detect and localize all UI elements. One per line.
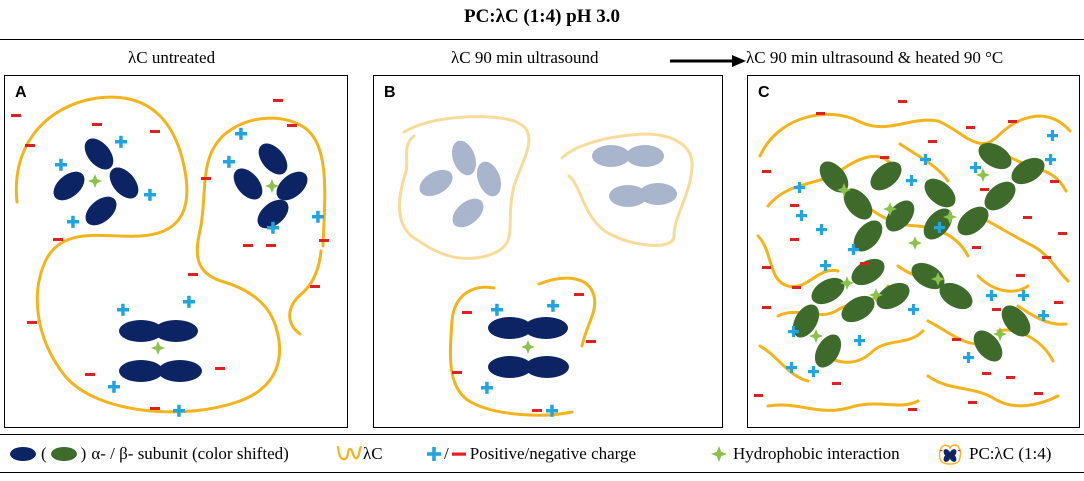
figure-title: PC:λC (1:4) pH 3.0 bbox=[463, 6, 621, 27]
plus-icon bbox=[427, 447, 441, 461]
faded-subunit-groups bbox=[419, 140, 677, 228]
legend-subunit-close: ) bbox=[80, 444, 87, 463]
legend-complex-label: PC:λC (1:4) bbox=[969, 444, 1052, 463]
heading-ultrasound: λC 90 min ultrasound bbox=[451, 48, 599, 67]
subunit-group-a1 bbox=[53, 138, 139, 226]
squiggle-icon bbox=[336, 445, 363, 461]
legend-charge-label: Positive/negative charge bbox=[469, 444, 637, 463]
legend-divider-top bbox=[0, 434, 1084, 435]
hydrophobic-stars-b bbox=[521, 340, 535, 354]
positive-charges-a bbox=[55, 127, 324, 417]
legend-divider-bottom bbox=[0, 472, 1084, 473]
heading-untreated: λC untreated bbox=[128, 48, 216, 67]
legend-subunit: ( ) α- / β- subunit (color shifted) bbox=[8, 442, 289, 466]
panel-a: A bbox=[4, 75, 348, 428]
positive-charges-b bbox=[481, 299, 559, 417]
hydrophobic-stars-c bbox=[809, 168, 1007, 343]
panel-b-diagram bbox=[397, 115, 694, 417]
legend-hydrophobic: Hydrophobic interaction bbox=[710, 442, 900, 466]
hydrophobic-stars-a bbox=[88, 174, 279, 355]
panel-b: B bbox=[373, 75, 723, 428]
carrageenan-strands-b bbox=[448, 276, 597, 417]
negative-charges-b bbox=[452, 293, 596, 412]
title-divider bbox=[0, 39, 1084, 40]
complex-icon bbox=[938, 444, 962, 465]
heading-heated: λC 90 min ultrasound & heated 90 °C bbox=[746, 48, 1004, 67]
legend: ( ) α- / β- subunit (color shifted) λC /… bbox=[0, 436, 1084, 472]
panel-a-label: A bbox=[15, 84, 27, 101]
subunit-group-a2 bbox=[233, 143, 308, 229]
panel-b-label: B bbox=[384, 84, 396, 101]
carrageenan-network bbox=[756, 113, 1072, 412]
positive-charges-c bbox=[786, 130, 1058, 377]
subunit-group-a3 bbox=[119, 320, 202, 382]
legend-charge: / Positive/negative charge bbox=[426, 442, 636, 466]
legend-charge-sep: / bbox=[444, 444, 449, 463]
legend-subunit-label: α- / β- subunit (color shifted) bbox=[91, 444, 289, 463]
green-subunits bbox=[792, 142, 1045, 368]
ellipse-navy-icon bbox=[10, 447, 36, 461]
legend-complex: PC:λC (1:4) bbox=[937, 442, 1051, 466]
minus-icon bbox=[451, 452, 466, 456]
panel-a-diagram bbox=[11, 95, 329, 417]
legend-carrageenan: λC bbox=[335, 442, 383, 466]
star-icon bbox=[711, 446, 727, 462]
panel-c: C bbox=[747, 75, 1080, 428]
legend-hydrophobic-label: Hydrophobic interaction bbox=[733, 444, 900, 463]
legend-carrageenan-label: λC bbox=[363, 444, 383, 463]
panel-c-diagram bbox=[754, 100, 1072, 412]
arrow-right-icon bbox=[670, 55, 746, 67]
negative-charges-a bbox=[11, 99, 329, 410]
subunit-group-b bbox=[488, 317, 569, 378]
ellipse-green-icon bbox=[50, 447, 77, 461]
faded-carrageenan-strands bbox=[397, 115, 694, 260]
negative-charges-c bbox=[754, 100, 1067, 411]
panel-c-label: C bbox=[758, 84, 770, 101]
legend-subunit-open: ( bbox=[41, 444, 47, 463]
